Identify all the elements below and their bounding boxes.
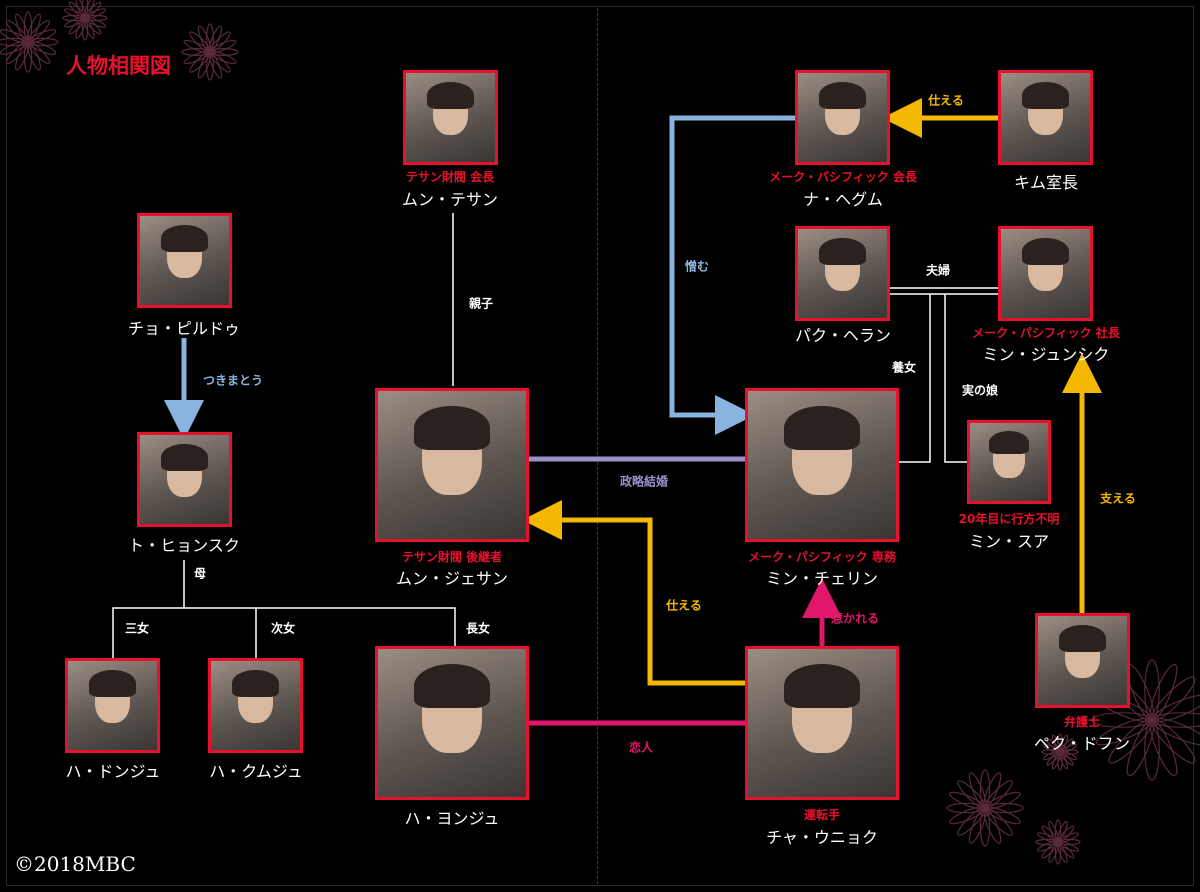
name-kim: キム室長 — [1013, 173, 1079, 192]
flower-icon — [1035, 819, 1081, 865]
relation-label-jijo: 次女 — [270, 621, 296, 636]
copyright: ©2018MBC — [14, 852, 136, 876]
portrait-donju — [65, 658, 160, 753]
role-unyok: 運転手 — [803, 808, 841, 822]
name-hegum: ナ・ヘグム — [803, 190, 883, 209]
flower-icon — [946, 769, 1024, 847]
relation-label-sanjo: 三女 — [124, 621, 150, 636]
name-kumju: ハ・クムジュ — [209, 762, 303, 781]
flower-icon — [1041, 733, 1079, 771]
hair-shape — [783, 405, 861, 451]
diagram-title: 人物相関図 — [66, 53, 171, 78]
portrait-sua — [967, 420, 1051, 504]
hair-shape — [988, 430, 1030, 455]
portrait-jaesan — [375, 388, 529, 542]
hair-shape — [427, 81, 474, 109]
role-junsik: メーク・パシフィック 社長 — [972, 326, 1120, 340]
name-hyonsuk: ト・ヒョンスク — [128, 536, 240, 555]
line-daughters — [112, 607, 456, 658]
flower-icon — [181, 23, 239, 81]
hair-shape — [783, 663, 861, 709]
portrait-teasan — [403, 70, 498, 165]
name-unyok: チャ・ウニョク — [766, 828, 878, 847]
relation-label-tsukaeru1: 仕える — [666, 598, 702, 613]
relation-label-fufu: 夫婦 — [925, 263, 951, 278]
hair-shape — [1059, 624, 1106, 652]
portrait-pilldu — [137, 213, 232, 308]
name-teasan: ムン・テサン — [401, 190, 499, 209]
portrait-hegum — [795, 70, 890, 165]
frame-border — [6, 6, 1194, 886]
name-dofun: ペク・ドフン — [1033, 734, 1131, 753]
relation-label-hikareru: 惹かれる — [830, 611, 880, 626]
role-hegum: メーク・パシフィック 会長 — [769, 170, 917, 184]
hair-shape — [413, 405, 491, 451]
portrait-chaerin — [745, 388, 899, 542]
flower-icon — [0, 11, 59, 73]
relation-label-haha: 母 — [193, 566, 207, 581]
role-sua: 20年目に行方不明 — [958, 512, 1060, 526]
relation-label-nikumu: 憎む — [684, 259, 710, 274]
relation-label-seiryaku: 政略結婚 — [619, 474, 669, 489]
hair-shape — [161, 224, 208, 252]
role-teasan: テサン財閥 会長 — [405, 170, 495, 184]
name-chaerin: ミン・チェリン — [765, 569, 879, 588]
portrait-kim — [998, 70, 1093, 165]
flower-icon — [62, 0, 108, 41]
portrait-dofun — [1035, 613, 1130, 708]
name-junsik: ミン・ジュンシク — [982, 345, 1110, 364]
relation-label-koibito: 恋人 — [628, 740, 654, 755]
relation-label-jitsu: 実の娘 — [961, 383, 999, 398]
portrait-kumju — [208, 658, 303, 753]
hair-shape — [89, 669, 136, 697]
hair-shape — [161, 443, 208, 471]
relation-label-sasaeru: 支える — [1100, 491, 1136, 506]
portrait-yonju — [375, 646, 529, 800]
arrow-nikumu — [669, 115, 795, 435]
relation-label-tsukaeru2: 仕える — [928, 93, 964, 108]
center-divider — [597, 8, 598, 884]
hair-shape — [413, 663, 491, 709]
portrait-heran — [795, 226, 890, 321]
hair-shape — [819, 81, 866, 109]
role-jaesan: テサン財閥 後継者 — [401, 550, 503, 564]
role-dofun: 弁護士 — [1063, 715, 1101, 729]
hair-shape — [1022, 81, 1069, 109]
line-yojo — [899, 294, 931, 463]
line-jitsu — [944, 294, 967, 463]
arrow-tsukaeru1 — [522, 500, 745, 686]
relation-label-chojo: 長女 — [465, 621, 491, 636]
name-heran: パク・ヘラン — [795, 326, 891, 345]
name-pilldu: チョ・ピルドゥ — [127, 319, 241, 338]
name-jaesan: ムン・ジェサン — [395, 569, 509, 588]
role-chaerin: メーク・パシフィック 専務 — [748, 550, 896, 564]
name-yonju: ハ・ヨンジュ — [404, 809, 500, 828]
name-sua: ミン・スア — [968, 532, 1050, 551]
relation-label-yojo: 養女 — [891, 360, 917, 375]
relation-label-stalk: つきまとう — [202, 373, 264, 388]
hair-shape — [819, 237, 866, 265]
hair-shape — [1022, 237, 1069, 265]
hair-shape — [232, 669, 279, 697]
portrait-hyonsuk — [137, 432, 232, 527]
relation-label-oyako: 親子 — [468, 296, 494, 311]
portrait-junsik — [998, 226, 1093, 321]
portrait-unyok — [745, 646, 899, 800]
name-donju: ハ・ドンジュ — [65, 762, 161, 781]
